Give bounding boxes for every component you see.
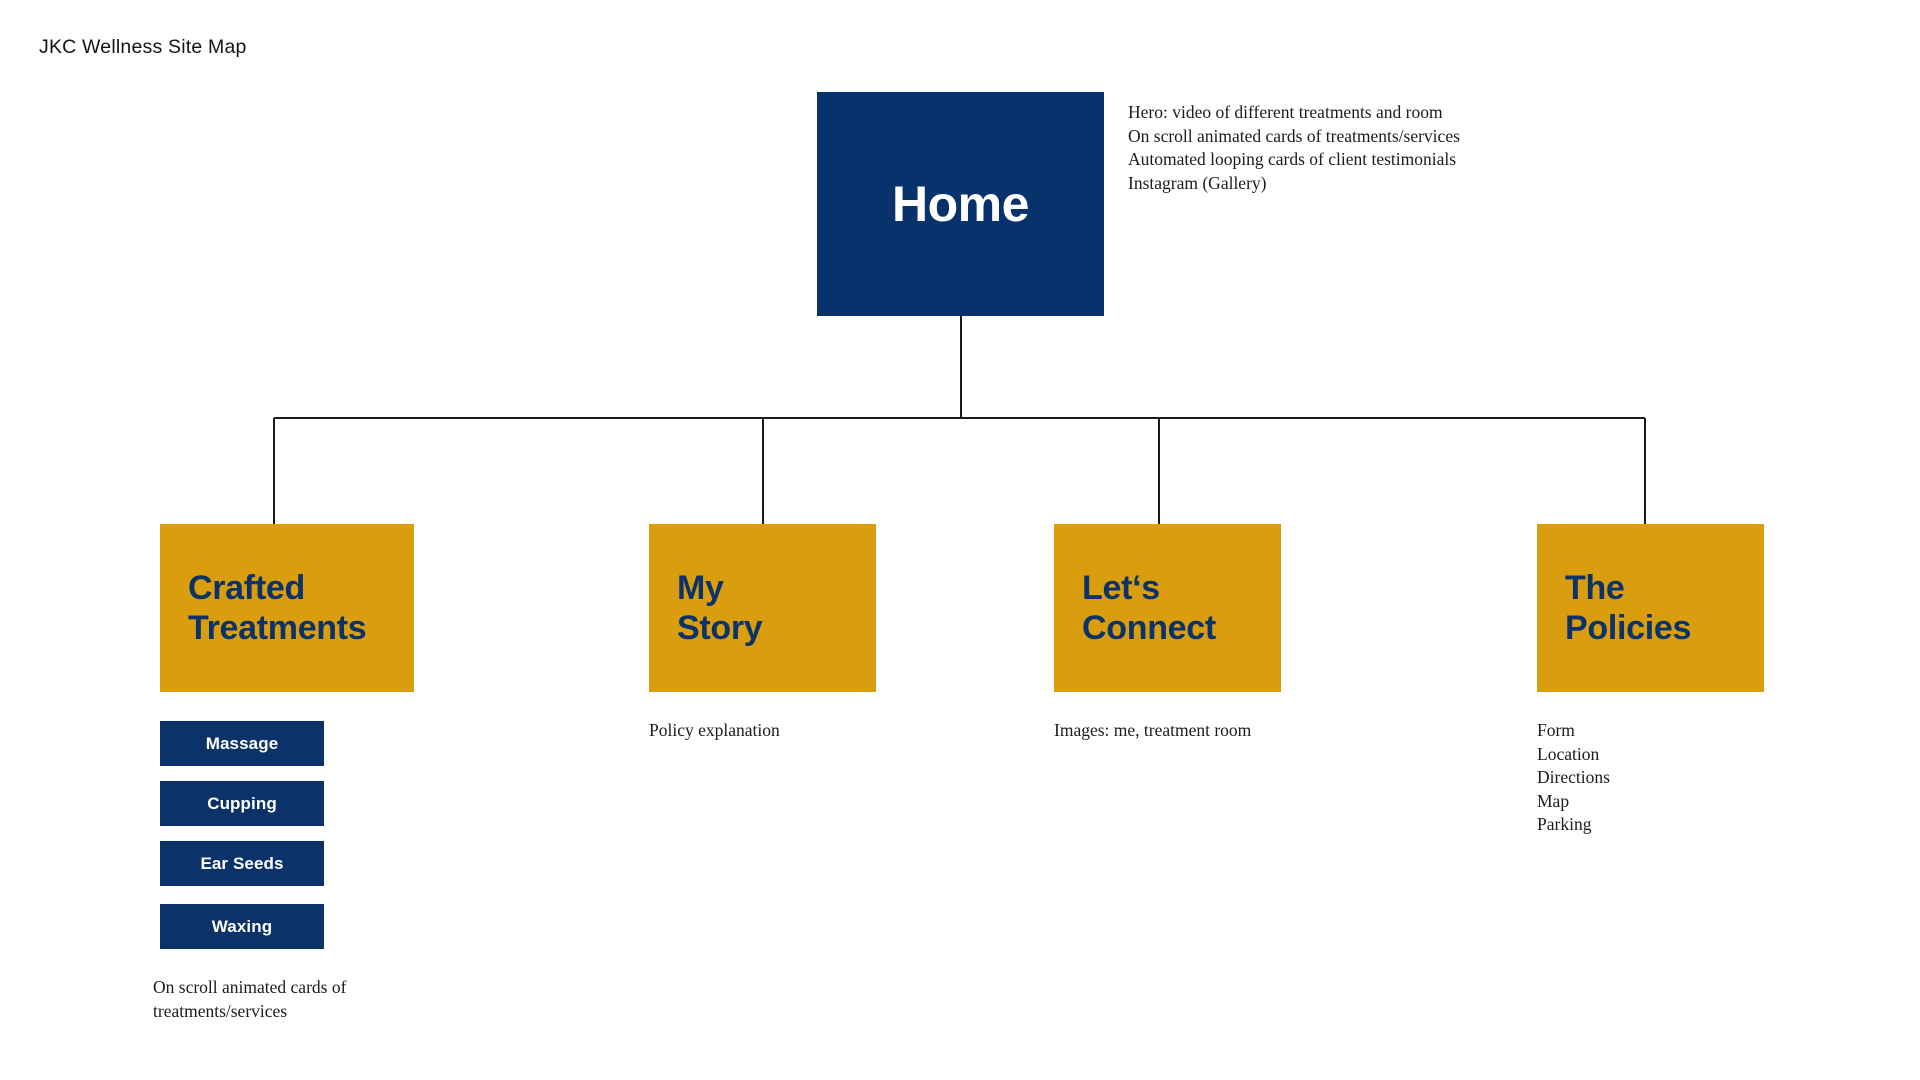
node-the-policies[interactable]: The Policies: [1537, 524, 1764, 692]
page-title: JKC Wellness Site Map: [39, 36, 247, 58]
node-lets-connect[interactable]: Let‘s Connect: [1054, 524, 1281, 692]
note-home: Hero: video of different treatments and …: [1128, 102, 1460, 193]
node-the-policies-label: The Policies: [1565, 568, 1692, 647]
node-crafted-treatments[interactable]: Crafted Treatments: [160, 524, 414, 692]
note-my-story: Policy explanation: [649, 720, 780, 740]
note-the-policies: Form Location Directions Map Parking: [1537, 720, 1610, 834]
node-sub-massage-label: Massage: [205, 733, 279, 753]
node-home[interactable]: Home: [817, 92, 1104, 316]
node-sub-massage[interactable]: Massage: [160, 721, 324, 766]
node-sub-waxing-label: Waxing: [211, 916, 273, 936]
node-sub-cupping[interactable]: Cupping: [160, 781, 324, 826]
node-my-story-label: My Story: [677, 568, 763, 647]
node-crafted-treatments-label: Crafted Treatments: [188, 568, 367, 647]
note-crafted-treatments: On scroll animated cards of treatments/s…: [153, 977, 347, 1021]
node-sub-cupping-label: Cupping: [207, 793, 277, 813]
node-home-label: Home: [892, 176, 1029, 232]
node-sub-waxing[interactable]: Waxing: [160, 904, 324, 949]
note-lets-connect: Images: me, treatment room: [1054, 720, 1252, 740]
node-my-story[interactable]: My Story: [649, 524, 876, 692]
node-lets-connect-label: Let‘s Connect: [1082, 568, 1216, 647]
node-sub-ear-seeds-label: Ear Seeds: [200, 853, 284, 873]
node-sub-ear-seeds[interactable]: Ear Seeds: [160, 841, 324, 886]
